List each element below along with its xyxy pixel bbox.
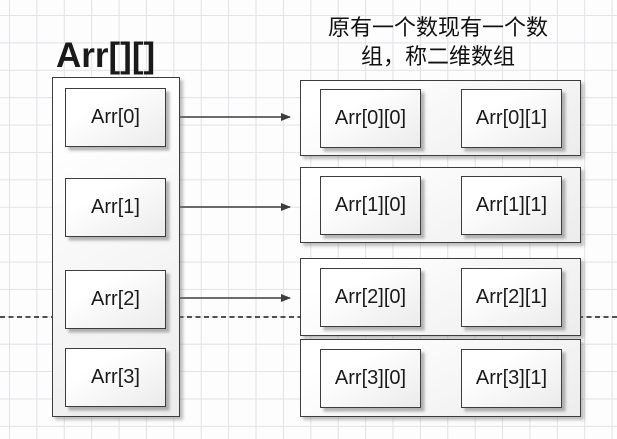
annotation-text: 原有一个数现有一个数 组，称二维数组 bbox=[290, 13, 586, 71]
row-container-0: Arr[0][0] Arr[0][1] bbox=[300, 80, 581, 156]
row-container-3: Arr[3][0] Arr[3][1] bbox=[300, 339, 581, 417]
array-cell-arr2: Arr[2] bbox=[65, 270, 166, 329]
array-cell-arr0-0: Arr[0][0] bbox=[320, 89, 421, 148]
annotation-line-2: 组，称二维数组 bbox=[360, 44, 515, 69]
array-cell-arr1-0: Arr[1][0] bbox=[320, 176, 421, 235]
array-cell-arr3-0: Arr[3][0] bbox=[320, 349, 421, 408]
array-cell-arr0: Arr[0] bbox=[65, 88, 166, 147]
annotation-line-1: 原有一个数现有一个数 bbox=[327, 15, 548, 40]
array-cell-arr0-1: Arr[0][1] bbox=[461, 89, 562, 148]
pointer-array-container: Arr[0] Arr[1] Arr[2] Arr[3] bbox=[52, 77, 180, 417]
array-cell-arr1-1: Arr[1][1] bbox=[461, 176, 562, 235]
array-cell-arr3-1: Arr[3][1] bbox=[461, 349, 562, 408]
array-cell-arr2-1: Arr[2][1] bbox=[461, 268, 562, 327]
array-cell-arr2-0: Arr[2][0] bbox=[320, 268, 421, 327]
row-container-1: Arr[1][0] Arr[1][1] bbox=[300, 167, 581, 243]
array-cell-arr1: Arr[1] bbox=[65, 178, 166, 237]
row-container-2: Arr[2][0] Arr[2][1] bbox=[300, 258, 581, 336]
array-cell-arr3: Arr[3] bbox=[65, 348, 166, 407]
diagram-title: Arr[][] bbox=[56, 36, 156, 75]
